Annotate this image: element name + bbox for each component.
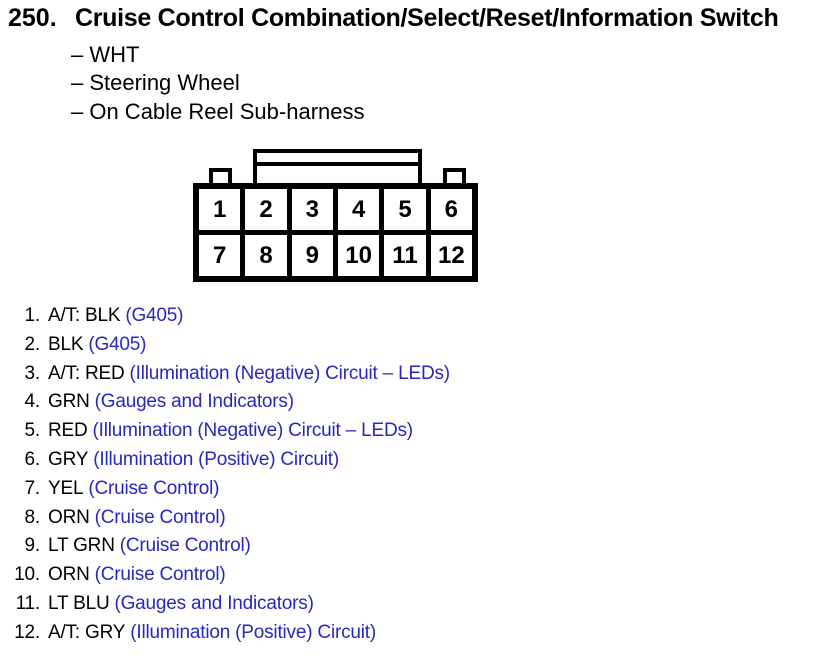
pin-cell: 6 (430, 189, 472, 230)
pin-list-item: 12. A/T: GRY(Illumination (Positive) Cir… (0, 619, 450, 648)
latch-ridge (257, 153, 418, 166)
pin-circuit: (Illumination (Negative) Circuit – LEDs) (129, 362, 451, 384)
section-number: 250. (8, 4, 57, 32)
pin-number: 5. (24, 420, 41, 442)
pin-cell: 11 (384, 235, 426, 276)
pin-circuit: (G405) (125, 305, 184, 326)
pin-wire-color: RED (48, 420, 88, 442)
pin-cell: 12 (430, 235, 472, 276)
pin-cell: 8 (245, 235, 287, 276)
pin-list-item: 2. BLK(G405) (0, 331, 450, 360)
pin-list-item: 9. LT GRN(Cruise Control) (0, 532, 450, 561)
pin-list-item: 8. ORN(Cruise Control) (0, 504, 450, 533)
pin-list-item: 7. YEL(Cruise Control) (0, 475, 450, 504)
pin-list-item: 1. A/T: BLK(G405) (0, 302, 450, 331)
pin-number: 7. (24, 477, 41, 499)
pin-list-item: 4. GRN(Gauges and Indicators) (0, 388, 450, 417)
pin-circuit: (G405) (88, 333, 147, 355)
section-header: 250. Cruise Control Combination/Select/R… (8, 4, 779, 33)
pin-number: 10. (14, 564, 40, 586)
pin-description: BLK(G405) (48, 331, 146, 360)
pin-cell: 2 (245, 189, 287, 230)
pin-number: 8. (24, 506, 41, 528)
pin-cell: 5 (384, 189, 426, 230)
pin-circuit: (Cruise Control) (119, 535, 251, 557)
pin-cell: 3 (291, 189, 333, 230)
connector-notes: – WHT – Steering Wheel– On Cable Reel Sub… (71, 41, 365, 126)
pin-description: ORN(Cruise Control) (48, 504, 226, 533)
pin-description: A/T: GRY(Illumination (Positive) Circuit… (48, 619, 376, 648)
pin-description: A/T: RED(Illumination (Negative) Circuit… (48, 360, 450, 389)
pin-wire-color: LT BLU (48, 592, 110, 614)
pin-wire-color: YEL (48, 477, 84, 499)
pin-circuit: (Illumination (Positive) Circuit) (93, 448, 339, 470)
pin-list: 1. A/T: BLK(G405) 2. BLK(G405) 3. A/T: R… (0, 302, 450, 648)
pin-description: LT BLU(Gauges and Indicators) (48, 590, 314, 619)
pin-list-item: 3. A/T: RED(Illumination (Negative) Circ… (0, 360, 451, 389)
pin-cell: 4 (337, 189, 380, 230)
pin-wire-color: ORN (48, 506, 90, 528)
pin-wire-color: BLK (48, 333, 84, 355)
pin-number: 1. (24, 305, 41, 326)
pin-list-item: 6. GRY(Illumination (Positive) Circuit) (0, 446, 450, 475)
pin-description: GRY(Illumination (Positive) Circuit) (48, 446, 339, 475)
pin-description: A/T: BLK(G405) (48, 302, 183, 331)
pin-circuit: (Cruise Control) (94, 506, 226, 528)
pin-cell: 7 (199, 235, 241, 276)
pin-list-item: 11. LT BLU(Gauges and Indicators) (0, 590, 450, 619)
pin-wire-color: LT GRN (48, 535, 115, 557)
pin-circuit: (Gauges and Indicators) (94, 391, 294, 413)
pin-list-item: 10. ORN(Cruise Control) (0, 561, 450, 590)
pin-wire-color: A/T: GRY (48, 621, 126, 643)
pin-description: GRN(Gauges and Indicators) (48, 388, 294, 417)
pin-description: ORN(Cruise Control) (48, 561, 226, 590)
pin-wire-color: A/T: RED (48, 362, 125, 384)
pin-number: 2. (24, 333, 41, 355)
pin-wire-color: ORN (48, 564, 90, 586)
pin-number: 4. (24, 391, 41, 413)
pin-number: 3. (24, 362, 41, 384)
pin-circuit: (Cruise Control) (88, 477, 220, 499)
pin-description: LT GRN(Cruise Control) (48, 532, 251, 561)
pin-number: 9. (24, 535, 41, 557)
pin-wire-color: GRY (48, 448, 89, 470)
connector-note: – WHT (71, 42, 140, 67)
pin-cell: 1 (199, 189, 241, 230)
pin-cell: 10 (337, 235, 380, 276)
pin-description: RED(Illumination (Negative) Circuit – LE… (48, 417, 413, 446)
pin-number: 11. (15, 592, 41, 614)
pin-circuit: (Gauges and Indicators) (114, 592, 314, 614)
pin-description: YEL(Cruise Control) (48, 475, 219, 504)
pin-list-item: 5. RED(Illumination (Negative) Circuit –… (0, 417, 450, 446)
connector-note: – On Cable Reel Sub-harness (71, 98, 365, 124)
pin-cell: 9 (291, 235, 333, 276)
pin-number: 12. (14, 621, 40, 643)
pin-wire-color: GRN (48, 391, 90, 413)
page-title: Cruise Control Combination/Select/Reset/… (75, 4, 779, 32)
pin-number: 6. (24, 448, 41, 470)
pin-circuit: (Illumination (Positive) Circuit) (130, 621, 376, 643)
pin-circuit: (Cruise Control) (94, 564, 226, 586)
connector-note: – Steering Wheel (71, 70, 240, 96)
pin-wire-color: A/T: BLK (48, 305, 121, 326)
pin-circuit: (Illumination (Negative) Circuit – LEDs) (92, 420, 414, 442)
